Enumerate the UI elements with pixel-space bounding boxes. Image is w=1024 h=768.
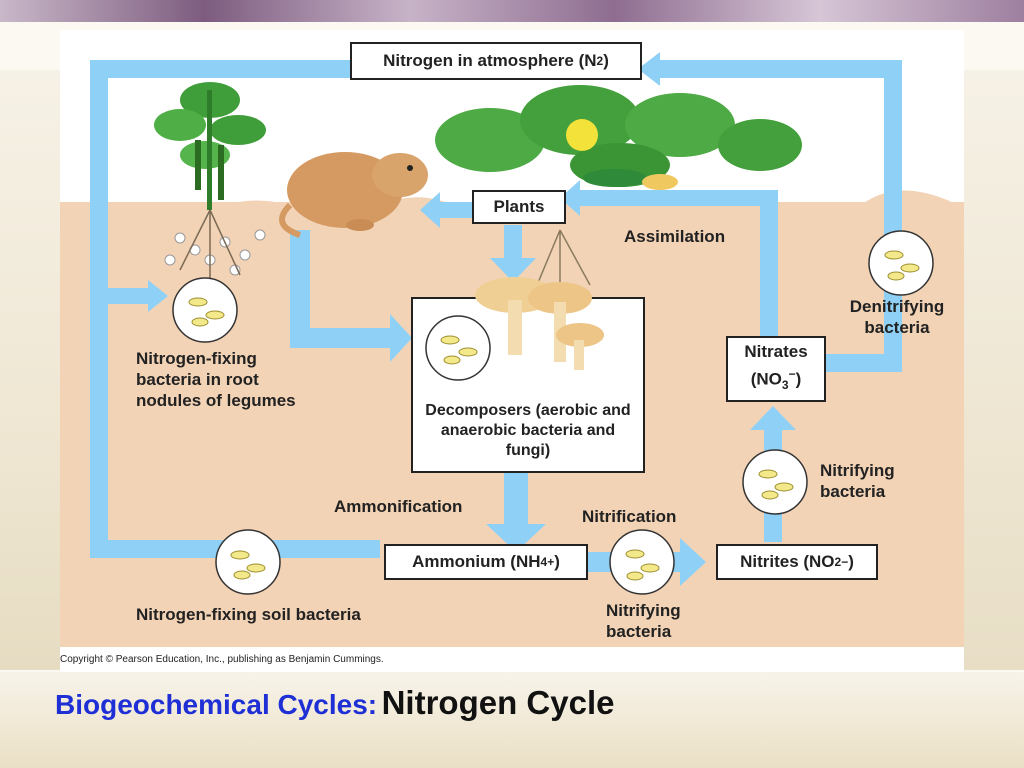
nitrates-superscript: −	[788, 367, 796, 382]
arrowhead-to-atmosphere	[638, 52, 660, 86]
arrow-animal-to-decomposers	[290, 230, 412, 362]
nitrates-formula: (NO3−)	[751, 363, 802, 396]
atmosphere-end: )	[603, 51, 609, 70]
nitrates-end: )	[795, 370, 802, 390]
atmosphere-label: Nitrogen in atmosphere (N	[383, 51, 597, 70]
decomposers-box: Decomposers (aerobic and anaerobic bacte…	[412, 390, 644, 472]
denitrifying-bacteria-label: Denitrifying bacteria	[849, 297, 945, 337]
ammonium-label: Ammonium (NH	[412, 552, 541, 571]
nitrites-label: Nitrites (NO	[740, 552, 835, 571]
nitrates-label: Nitrates	[744, 342, 808, 362]
legume-plant	[154, 82, 266, 280]
arrow-plants-to-decomposers	[490, 225, 536, 282]
nitrification-label: Nitrification	[582, 507, 677, 526]
atmosphere-subscript: 2	[596, 54, 604, 68]
nitrifying-bacteria-bottom-label: Nitrifying bacteria	[606, 601, 681, 641]
nitrifying-bacteria-top-label: Nitrifying bacteria	[820, 461, 895, 501]
ammonium-superscript: +	[547, 555, 555, 569]
plants-label: Plants	[493, 197, 545, 216]
ammonification-label: Ammonification	[334, 497, 463, 516]
slide-title: Biogeochemical Cycles: Nitrogen Cycle	[55, 684, 614, 722]
bacteria-circles	[172, 230, 934, 595]
title-prefix: Biogeochemical Cycles:	[55, 689, 378, 720]
bacteria-cells	[188, 250, 920, 581]
arrow-decomposers-to-ammonium	[486, 472, 546, 552]
right-background	[964, 70, 1024, 670]
nitrates-formula-start: (NO	[750, 370, 782, 390]
nitrites-subscript: 2	[834, 555, 842, 569]
root-nodule-bacteria-label: Nitrogen-fixing bacteria in root nodules…	[136, 349, 296, 410]
nitrites-end: )	[848, 552, 854, 571]
soil-bacteria-label: Nitrogen-fixing soil bacteria	[136, 605, 361, 624]
nitrates-subscript: 3	[781, 378, 789, 393]
ammonium-end: )	[554, 552, 560, 571]
decomposers-label: Decomposers (aerobic and anaerobic bacte…	[425, 402, 631, 459]
arrow-plants-to-animal	[420, 192, 472, 228]
title-main: Nitrogen Cycle	[381, 684, 615, 721]
nitrites-superscript: −	[841, 555, 849, 569]
ammonium-subscript: 4	[540, 555, 548, 569]
mushrooms	[475, 277, 604, 370]
bottom-background	[0, 672, 1024, 768]
animal-gopher	[279, 152, 428, 238]
assimilation-label: Assimilation	[624, 227, 726, 246]
nitrates-box: Nitrates (NO3−)	[726, 336, 826, 402]
arrow-assimilation	[560, 180, 778, 338]
left-background	[0, 70, 60, 670]
copyright-text: Copyright © Pearson Education, Inc., pub…	[60, 654, 384, 665]
top-decorative-band	[0, 0, 1024, 22]
arrow-to-root-bacteria	[108, 280, 168, 312]
squash-plant	[435, 85, 802, 295]
plants-box: Plants	[472, 190, 566, 224]
